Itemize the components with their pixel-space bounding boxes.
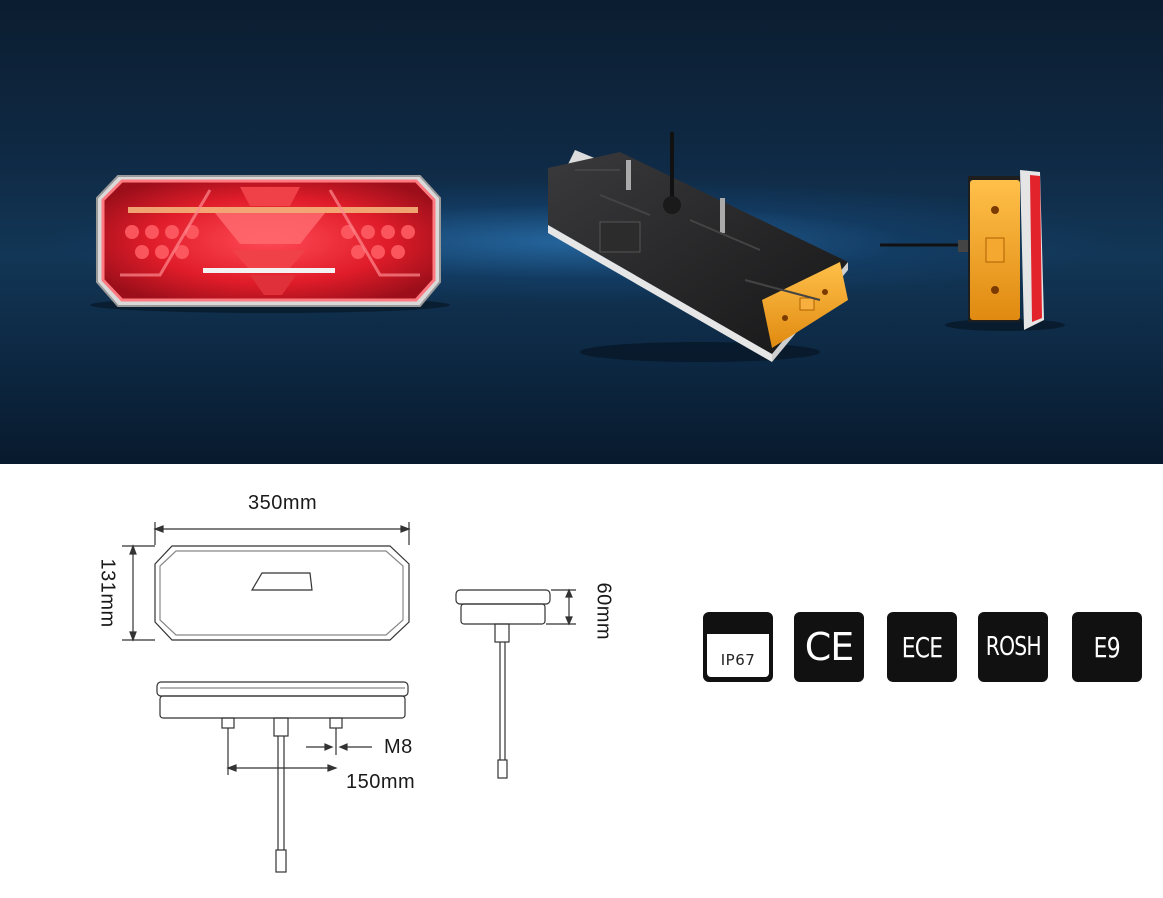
height-dimension-label: 131mm: [96, 558, 119, 628]
side-view-lamp: [880, 170, 1065, 331]
ip67-badge: IP67: [703, 612, 773, 682]
rosh-badge: ROSH: [978, 612, 1048, 682]
water-icon: [707, 634, 769, 677]
width-dimension-label: 350mm: [248, 492, 318, 514]
dimension-drawing: [122, 522, 576, 873]
ce-badge: CE: [794, 612, 864, 682]
depth-dimension-label: 60mm: [592, 582, 615, 641]
product-hero-banner: [0, 0, 1163, 464]
technical-drawings: 350mm 131mm 60mm M8 150mm: [0, 464, 1163, 898]
rosh-label: ROSH: [985, 632, 1041, 662]
bolt-size-label: M8: [384, 736, 413, 758]
product-photos: [90, 132, 1065, 362]
ece-label: ECE: [901, 630, 943, 664]
bolt-spacing-label: 150mm: [346, 771, 416, 793]
front-view-lamp: [90, 175, 450, 313]
back-view-lamp: [548, 132, 848, 362]
e9-label: E9: [1093, 630, 1121, 664]
ece-badge: ECE: [887, 612, 957, 682]
e9-badge: E9: [1072, 612, 1142, 682]
ip67-label: IP67: [720, 651, 756, 669]
ce-label: CE: [804, 625, 855, 669]
